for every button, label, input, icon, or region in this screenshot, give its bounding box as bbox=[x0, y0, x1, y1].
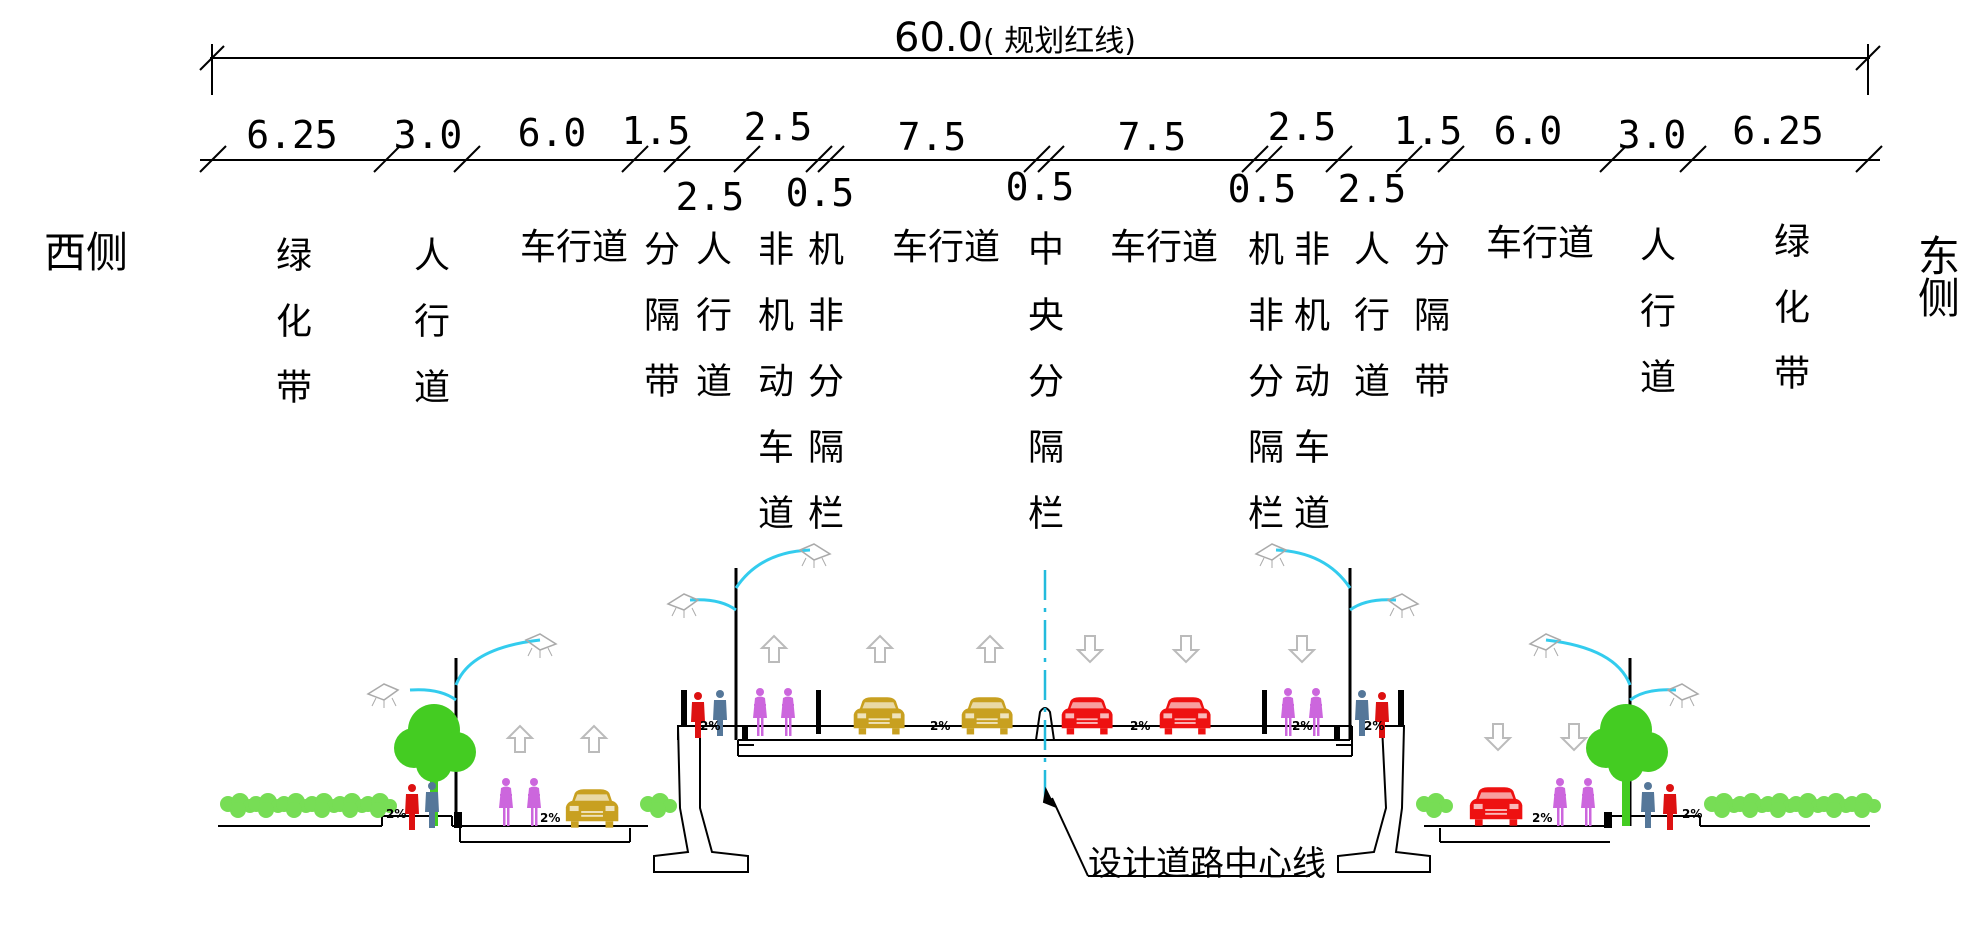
label-car-east: 车行道 bbox=[1486, 223, 1595, 264]
dim-sep-east: 1.5 bbox=[1393, 109, 1463, 153]
dim-walk-west: 3.0 bbox=[393, 113, 463, 157]
svg-text:2%: 2% bbox=[1532, 811, 1552, 825]
dim-sep-west: 1.5 bbox=[621, 109, 691, 153]
svg-text:2%: 2% bbox=[1130, 719, 1150, 733]
total-width-title: 60.0( 规划红线) bbox=[894, 18, 1136, 58]
dim-green-west: 6.25 bbox=[246, 113, 338, 157]
label-bike-east: 非机动车道 bbox=[1288, 230, 1329, 560]
label-rail-west: 机非分隔栏 bbox=[802, 230, 843, 560]
label-rail-center: 中央分隔栏 bbox=[1022, 230, 1063, 560]
direction-arrows bbox=[507, 635, 1587, 753]
dimension-lines bbox=[199, 44, 1883, 173]
dim-rail-center: 0.5 bbox=[1005, 165, 1075, 209]
label-car2-west: 车行道 bbox=[892, 227, 1001, 268]
label-sep-east: 分隔带 bbox=[1408, 230, 1449, 428]
svg-text:2%: 2% bbox=[540, 811, 560, 825]
svg-text:2%: 2% bbox=[1682, 807, 1702, 821]
centerline-label: 设计道路中心线 bbox=[1088, 844, 1326, 884]
label-green-west: 绿化带 bbox=[270, 236, 311, 434]
segment-ticks bbox=[199, 145, 1883, 173]
svg-text:2%: 2% bbox=[1364, 719, 1384, 733]
svg-text:2%: 2% bbox=[1292, 719, 1312, 733]
label-sep-west: 分隔带 bbox=[638, 230, 679, 428]
svg-text:2%: 2% bbox=[930, 719, 950, 733]
label-green-east: 绿化带 bbox=[1768, 222, 1809, 420]
slope-labels: 2% 2% 2% 2% 2% 2% 2% 2% 2% bbox=[386, 719, 1702, 825]
total-width-note: ( 规划红线) bbox=[983, 24, 1137, 59]
dim-walk2-east: 2.5 bbox=[1337, 167, 1407, 211]
dim-rail-east: 0.5 bbox=[1227, 167, 1297, 211]
side-west: 西侧 bbox=[44, 228, 129, 277]
dim-car-west: 6.0 bbox=[517, 111, 587, 155]
side-east: 东侧 bbox=[1918, 232, 1961, 323]
label-walk2-west: 人行道 bbox=[690, 230, 731, 428]
label-car2-east: 车行道 bbox=[1110, 227, 1219, 268]
dim-bike-west: 2.5 bbox=[743, 105, 813, 149]
dim-walk2-west: 2.5 bbox=[675, 175, 745, 219]
light-poles bbox=[367, 543, 1699, 826]
curbs bbox=[454, 690, 1612, 828]
label-bike-west: 非机动车道 bbox=[752, 230, 793, 560]
total-width-value: 60.0 bbox=[893, 15, 984, 61]
dim-rail-west: 0.5 bbox=[785, 171, 855, 215]
label-walk-west: 人行道 bbox=[408, 236, 449, 434]
centerline-leader bbox=[1042, 786, 1310, 877]
label-rail-east: 机非分隔栏 bbox=[1242, 230, 1283, 560]
road-structure bbox=[218, 725, 1870, 873]
dim-walk-east: 3.0 bbox=[1617, 113, 1687, 157]
dim-green-east: 6.25 bbox=[1732, 109, 1824, 153]
dim-lane-east: 7.5 bbox=[1117, 115, 1187, 159]
dim-lane-west: 7.5 bbox=[897, 115, 967, 159]
label-walk2-east: 人行道 bbox=[1348, 230, 1389, 428]
svg-text:2%: 2% bbox=[386, 807, 406, 821]
svg-text:2%: 2% bbox=[700, 719, 720, 733]
label-walk-east: 人行道 bbox=[1634, 226, 1675, 424]
label-car-west: 车行道 bbox=[520, 227, 629, 268]
dim-car-east: 6.0 bbox=[1493, 109, 1563, 153]
dim-bike-east: 2.5 bbox=[1267, 105, 1337, 149]
